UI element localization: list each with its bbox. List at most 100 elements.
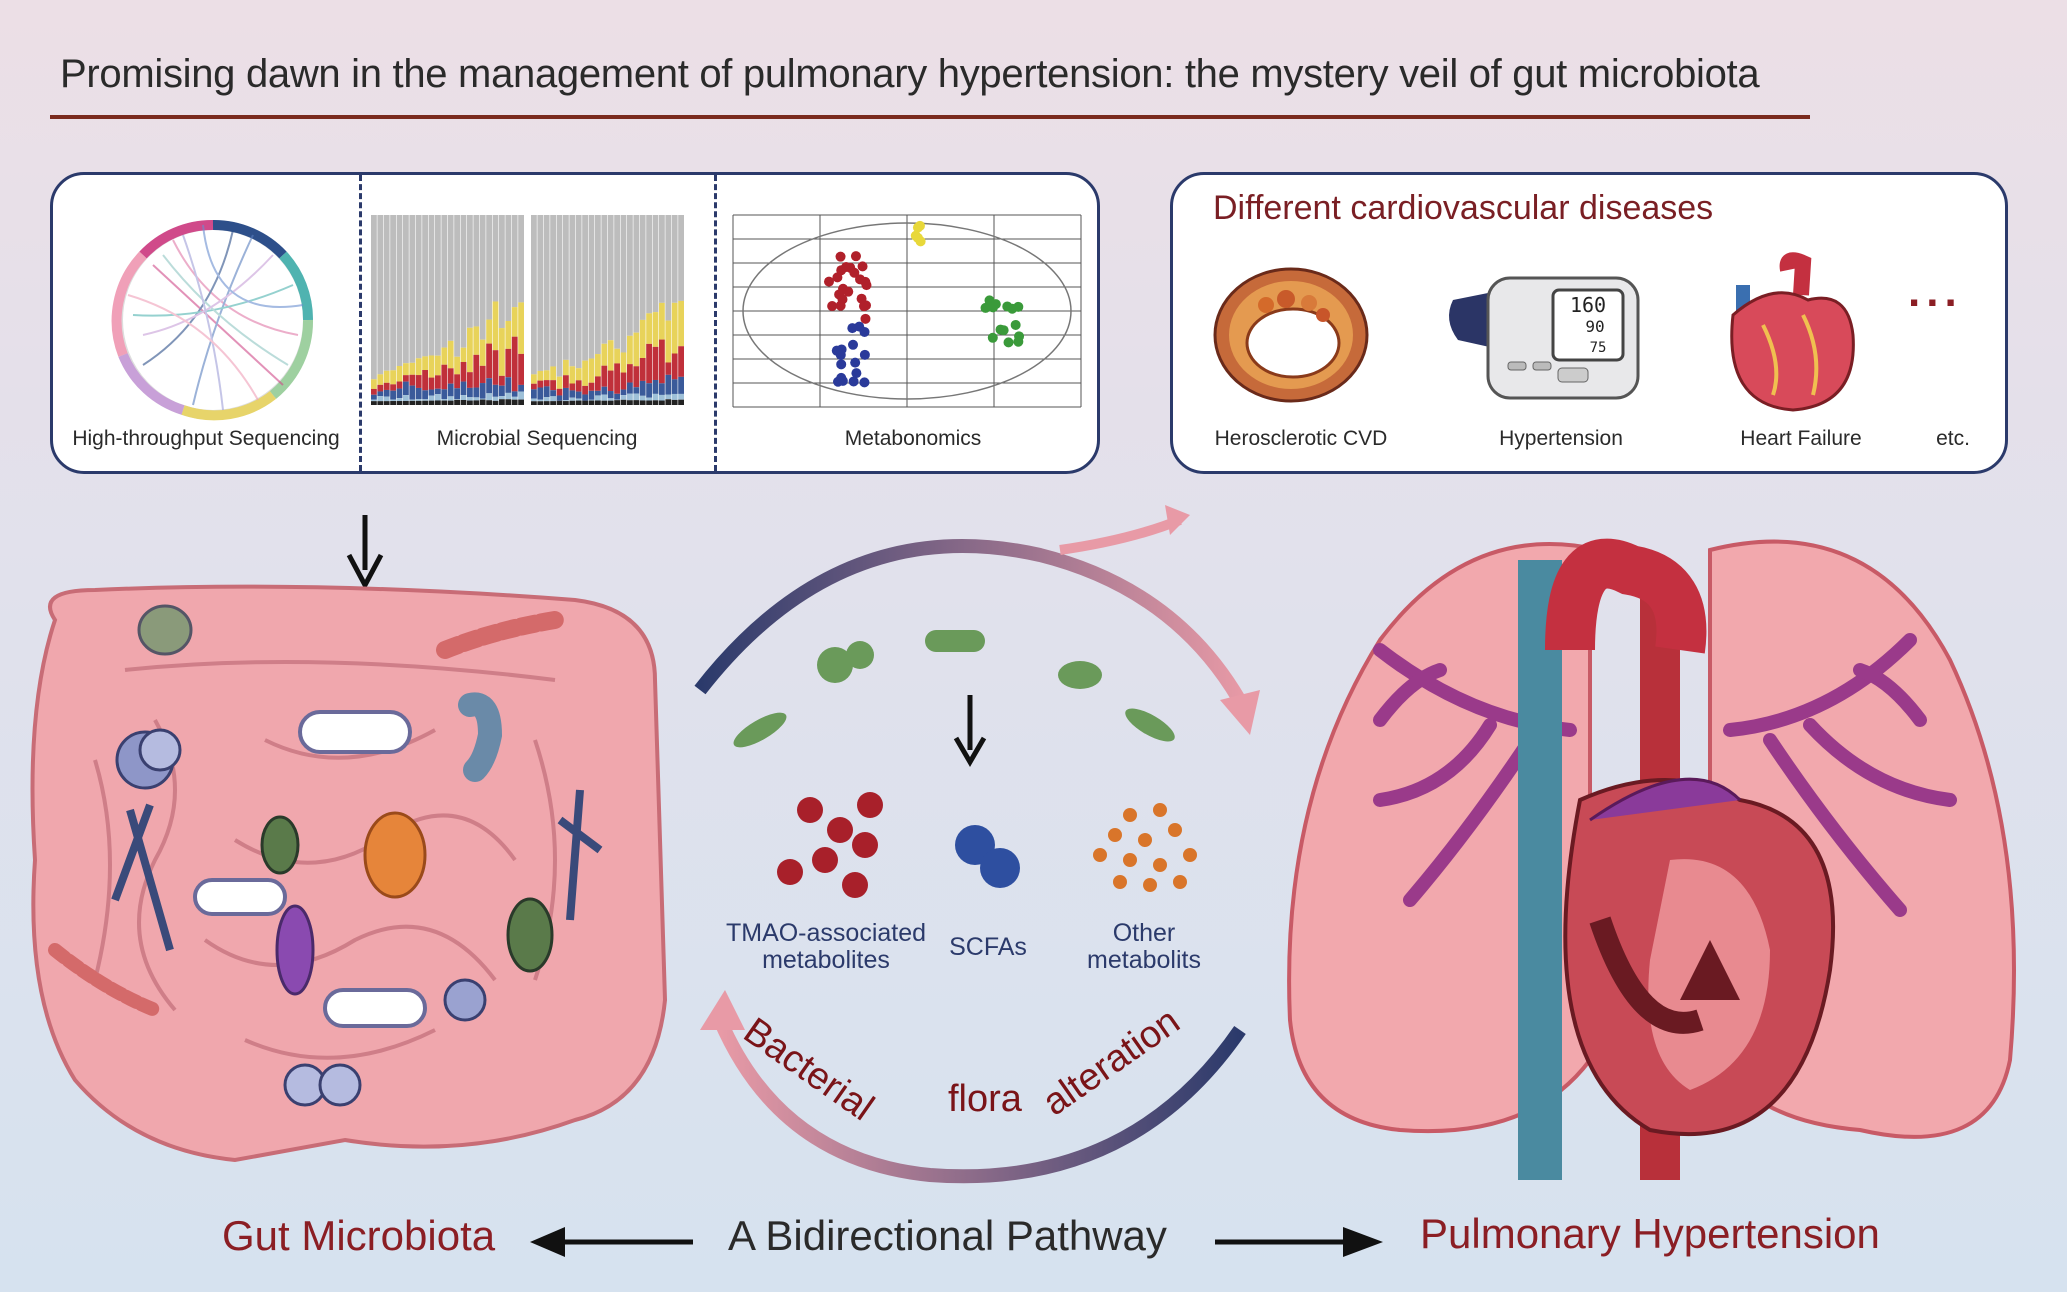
pca-scatter-plot — [732, 214, 1082, 408]
bar-segment — [627, 382, 633, 394]
bar-segment — [639, 357, 646, 381]
bar-segment — [595, 400, 601, 405]
bar-segment — [531, 398, 537, 402]
scatter-point — [987, 302, 998, 313]
scatter-point — [835, 251, 846, 262]
bar-segment — [671, 379, 678, 394]
bar-segment — [415, 358, 422, 376]
bar-segment — [441, 389, 448, 399]
bar-segment — [371, 388, 377, 395]
bar-segment — [447, 340, 454, 369]
bar-segment — [639, 215, 646, 320]
confidence-ellipse — [742, 222, 1072, 400]
bar-segment — [428, 215, 435, 356]
bar-segment — [505, 392, 512, 400]
bar-segment — [550, 380, 556, 391]
bar-segment — [492, 396, 499, 401]
bar-segment — [639, 400, 646, 405]
bar-segment — [646, 215, 652, 314]
bar-segment — [403, 375, 409, 382]
bar-segment — [665, 320, 672, 363]
bar-segment — [633, 400, 640, 405]
bar-segment — [435, 215, 441, 356]
bar-segment — [665, 394, 672, 400]
bar-segment — [601, 343, 608, 366]
bar-segment — [595, 390, 601, 396]
bar-segment — [652, 215, 659, 313]
label-pulmonary-hypertension: Pulmonary Hypertension — [1420, 1210, 1880, 1257]
bar-segment — [454, 399, 460, 400]
bar-segment — [569, 215, 576, 367]
bar-segment — [377, 396, 384, 402]
bar-segment — [454, 388, 460, 400]
bar-segment — [575, 398, 582, 401]
scatter-point — [837, 375, 848, 386]
right-arrow-icon — [1215, 1227, 1383, 1257]
bar-segment — [383, 370, 390, 383]
scatter-point — [860, 313, 871, 324]
label-scfas: SCFAs — [949, 933, 1027, 961]
bar-segment — [543, 380, 550, 387]
bar-segment — [505, 348, 512, 378]
bar-segment — [447, 215, 454, 341]
panel-divider — [714, 175, 717, 471]
bar-segment — [383, 215, 390, 371]
bar-segment — [659, 215, 665, 303]
bar-segment — [422, 215, 428, 357]
bar-segment — [601, 386, 608, 395]
bar-segment — [390, 401, 396, 405]
bar-segment — [659, 383, 665, 395]
bar-segment — [415, 387, 422, 400]
bar-segment — [659, 339, 665, 384]
bar-segment — [588, 358, 595, 383]
bar-segment — [511, 399, 518, 405]
bar-segment — [422, 399, 428, 401]
bar-segment — [390, 384, 396, 391]
scatter-point — [832, 272, 843, 283]
bar-segment — [588, 215, 595, 359]
bar-segment — [588, 399, 595, 401]
bar-segment — [543, 397, 550, 402]
bar-segment — [620, 395, 627, 400]
bar-segment — [550, 366, 556, 381]
bar-segment — [460, 381, 467, 396]
bar-segment — [467, 400, 473, 405]
bar-segment — [575, 215, 582, 369]
cvd-panel: Different cardiovascular diseases 160 90… — [1170, 172, 2008, 474]
bar-segment — [569, 390, 576, 398]
bar-segment — [371, 399, 377, 402]
scatter-point — [845, 262, 856, 273]
bar-segment — [563, 387, 569, 401]
bar-segment — [441, 364, 448, 390]
bar-segment — [627, 364, 633, 383]
scatter-point — [847, 323, 858, 334]
bar-segment — [563, 375, 569, 388]
bar-segment — [383, 401, 390, 405]
artery-icon — [1213, 267, 1369, 403]
stacked-bar-plot — [371, 215, 684, 405]
bar-segment — [518, 399, 524, 405]
bar-segment — [601, 400, 608, 405]
bar-segment — [620, 215, 627, 353]
scatter-point — [858, 301, 869, 312]
bar-segment — [569, 400, 576, 405]
bar-segment — [607, 391, 614, 399]
scatter-point — [912, 222, 923, 233]
bar-segment — [492, 215, 499, 302]
bar-segment — [447, 396, 454, 401]
bar-segment — [486, 378, 492, 394]
bar-segment — [659, 394, 665, 401]
bar-segment — [447, 400, 454, 405]
cvd-label-heart-failure: Heart Failure — [1740, 427, 1862, 450]
scatter-point — [998, 325, 1009, 336]
bar-segment — [607, 215, 614, 341]
bar-segment — [537, 370, 544, 381]
bar-segment — [499, 328, 505, 376]
bar-segment — [409, 400, 416, 405]
bar-segment — [678, 393, 684, 400]
bar-segment — [377, 215, 384, 375]
bar-segment — [390, 390, 396, 400]
bar-segment — [671, 393, 678, 400]
bar-segment — [505, 377, 512, 393]
bar-segment — [499, 215, 505, 329]
